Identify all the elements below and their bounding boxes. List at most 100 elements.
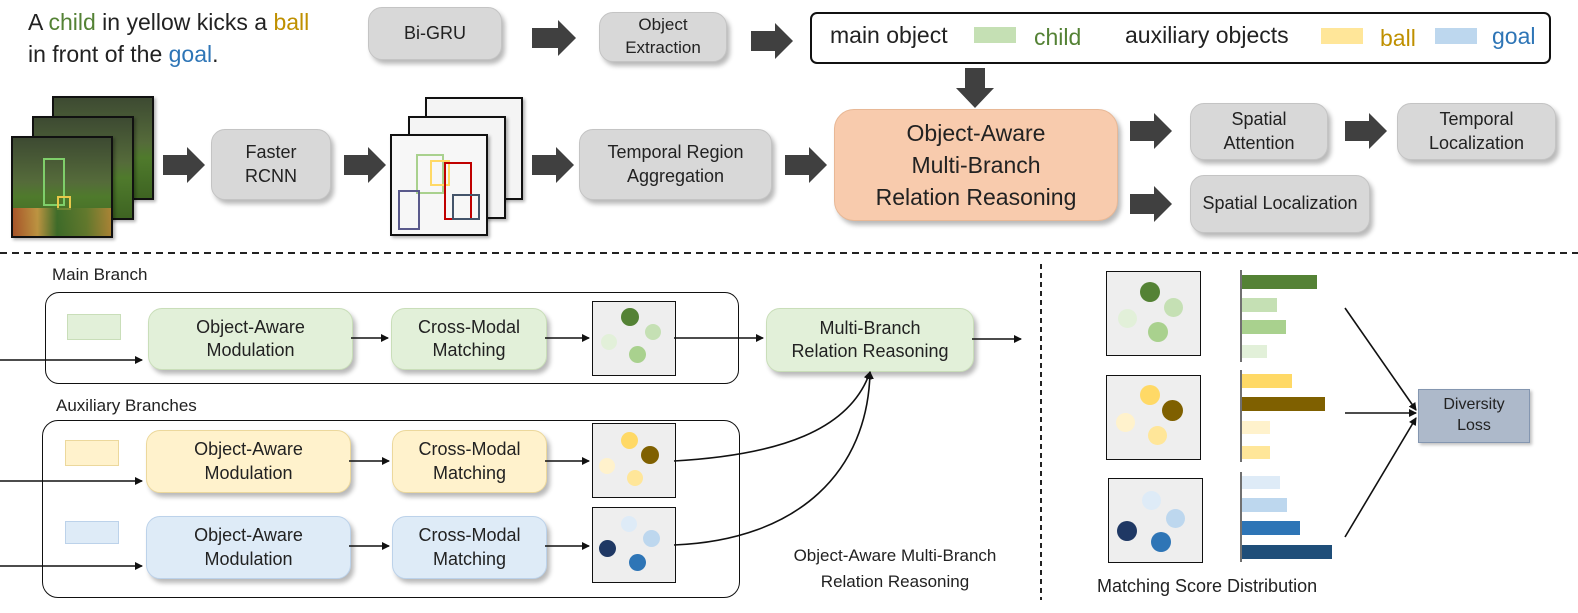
aux-goal-swatch — [65, 521, 119, 544]
score-bar — [1242, 345, 1267, 358]
dot — [629, 346, 646, 363]
video-frames-icon — [11, 136, 113, 238]
right-arrow-icon — [344, 147, 386, 183]
score-bar — [1242, 421, 1270, 434]
score-bar — [1242, 275, 1317, 289]
block-arrows — [163, 20, 1387, 222]
dot — [1162, 400, 1183, 421]
temporal-localization-box: Temporal Localization — [1397, 103, 1556, 160]
dot — [1118, 309, 1137, 328]
right-arrow-icon — [532, 20, 576, 56]
score-bar — [1242, 498, 1287, 512]
aux-ball-modulation-box: Object-Aware Modulation — [146, 430, 351, 493]
aux-ball-swatch — [65, 440, 119, 466]
aux-branches-label: Auxiliary Branches — [56, 396, 197, 415]
query-word-goal: goal — [168, 41, 213, 67]
proposal-green — [416, 154, 444, 194]
query-sentence: A child in yellow kicks a ball in front … — [28, 9, 310, 67]
dot — [627, 470, 643, 486]
dot — [1151, 532, 1171, 552]
dot — [1166, 509, 1185, 528]
spatial-localization-box: Spatial Localization — [1190, 175, 1370, 233]
object-extraction-box: Object Extraction — [599, 12, 727, 62]
spatial-attention-box: Spatial Attention — [1190, 103, 1328, 160]
right-arrow-icon — [163, 147, 205, 183]
legend-goal: goal — [1492, 23, 1536, 49]
temporal-region-aggregation-box: Temporal Region Aggregation — [579, 129, 772, 200]
oamrr-box: Object-Aware Multi-Branch Relation Reaso… — [834, 109, 1118, 221]
region-proposals-icon — [390, 134, 488, 236]
right-arrow-icon — [1130, 186, 1172, 222]
query-word-ball: ball — [273, 9, 310, 35]
score-dist-panel-goal — [1108, 478, 1203, 563]
diversity-loss-box: Diversity Loss — [1418, 389, 1530, 443]
right-arrow-icon — [785, 147, 827, 183]
right-arrow-icon — [1345, 113, 1387, 149]
dot — [599, 458, 615, 474]
dot — [1148, 322, 1168, 342]
score-dist-panel-ball — [1106, 375, 1201, 460]
score-bar — [1242, 298, 1277, 312]
legend-ball: ball — [1380, 25, 1416, 51]
legend-aux-label: auxiliary objects — [1125, 22, 1289, 48]
dot — [621, 308, 639, 326]
connector — [673, 371, 872, 462]
right-arrow-icon — [751, 23, 793, 59]
caption-score-distribution: Matching Score Distribution — [1097, 576, 1318, 596]
score-bar — [1242, 521, 1300, 535]
dot — [1148, 426, 1167, 445]
score-bar — [1242, 320, 1286, 334]
main-branch-swatch — [67, 314, 121, 340]
right-arrow-icon — [532, 147, 574, 183]
main-modulation-box: Object-Aware Modulation — [148, 308, 353, 370]
legend-child: child — [1034, 24, 1082, 50]
score-bar — [1242, 374, 1292, 388]
faster-rcnn-box: Faster RCNN — [211, 129, 331, 200]
dot — [1117, 521, 1137, 541]
score-bar — [1242, 545, 1332, 559]
dot — [1164, 298, 1183, 317]
down-arrow-icon — [956, 68, 994, 108]
grass-debris — [13, 208, 111, 236]
dot — [621, 516, 637, 532]
dot — [621, 432, 638, 449]
proposal-yellow — [430, 160, 450, 186]
aux-branches-container — [42, 420, 740, 598]
legend-goal-swatch — [1435, 28, 1477, 44]
dot — [1140, 282, 1160, 302]
aux-goal-matching-box: Cross-Modal Matching — [392, 516, 547, 579]
aux-goal-score-panel — [592, 507, 676, 583]
main-branch-label: Main Branch — [52, 265, 148, 284]
query-word-child: child — [48, 9, 96, 35]
score-bar — [1242, 476, 1280, 489]
connector — [1344, 307, 1417, 411]
dot — [601, 334, 617, 350]
legend-main-label: main object — [830, 22, 948, 48]
right-arrow-icon — [1130, 113, 1172, 149]
legend-ball-swatch — [1321, 28, 1363, 44]
connector — [1344, 417, 1417, 538]
object-legend — [810, 12, 1551, 64]
main-score-panel — [592, 301, 676, 376]
aux-goal-modulation-box: Object-Aware Modulation — [146, 516, 351, 579]
dot — [643, 530, 660, 547]
score-dist-panel-main — [1106, 271, 1201, 356]
caption-oamrr: Object-Aware Multi-Branch Relation Reaso… — [793, 546, 997, 591]
proposal-navy — [452, 194, 480, 220]
dot — [1116, 413, 1135, 432]
score-bar — [1242, 397, 1325, 411]
connector — [673, 371, 874, 546]
dot — [641, 446, 659, 464]
dot — [1140, 385, 1160, 405]
dot — [645, 324, 661, 340]
score-bar — [1242, 446, 1270, 459]
legend-child-swatch — [974, 27, 1016, 43]
aux-ball-score-panel — [592, 423, 676, 498]
dot — [599, 540, 616, 557]
main-matching-box: Cross-Modal Matching — [391, 308, 547, 370]
proposal-purple — [398, 190, 420, 230]
dot — [1142, 491, 1161, 510]
child-figure — [43, 158, 65, 206]
multi-branch-rr-box: Multi-Branch Relation Reasoning — [766, 308, 974, 372]
